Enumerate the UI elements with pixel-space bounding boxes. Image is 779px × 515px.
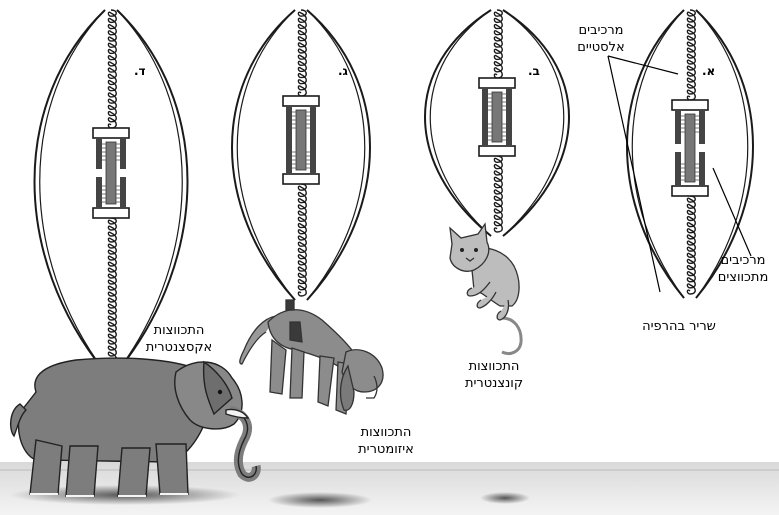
cat-shadow [480, 492, 530, 504]
panel-c-caption-line2: איזומטרית [336, 441, 436, 458]
contractile-end-plate [93, 128, 129, 138]
panel-b-caption-line2: קונצנטרית [444, 375, 544, 392]
contractile-end-plate [672, 186, 708, 196]
elastic-spring [494, 10, 502, 78]
contractile-rail [96, 138, 102, 169]
elastic-spring [494, 156, 502, 232]
panel-b-caption-line1: התכווצות [444, 358, 544, 375]
contractile-bar [296, 110, 306, 170]
contractile-end-plate [283, 174, 319, 184]
muscle-panel-4 [35, 10, 188, 372]
elastic-spring [687, 196, 695, 294]
contractile-end-plate [672, 100, 708, 110]
panel-c-caption: התכווצות איזומטרית [336, 424, 436, 458]
muscle-panel-3 [232, 10, 370, 300]
elastic-label-line1: מרכיבים [566, 22, 636, 39]
contractile-bar [106, 142, 116, 204]
contractile-rail [699, 110, 705, 144]
contractile-label-line2: מתכווצים [708, 269, 778, 286]
contractile-bar [685, 114, 695, 182]
muscle-panel-2 [425, 10, 569, 236]
panel-b-letter: ב. [528, 64, 540, 78]
dog-illustration [240, 300, 383, 414]
contractile-components-label: מרכיבים מתכווצים [708, 252, 778, 286]
elastic-components-label: מרכיבים אלסטיים [566, 22, 636, 56]
elastic-spring [298, 10, 306, 96]
panel-a-caption: שריר בהרפיה [624, 318, 734, 335]
elastic-spring [687, 10, 695, 100]
panel-d-letter: ד. [134, 64, 146, 78]
cat-illustration [450, 224, 521, 354]
panel-c-letter: ג. [338, 64, 348, 78]
elastic-spring [108, 218, 116, 368]
contractile-rail [96, 177, 102, 208]
elastic-spring [108, 10, 116, 128]
contractile-end-plate [479, 146, 515, 156]
contractile-end-plate [93, 208, 129, 218]
contractile-rail [699, 152, 705, 186]
panel-c-caption-line1: התכווצות [336, 424, 436, 441]
contractile-rail [482, 111, 488, 146]
panel-d-caption-line2: אקסצנטרית [124, 339, 234, 356]
dog-shadow [268, 492, 372, 508]
contractile-end-plate [283, 96, 319, 106]
contractile-rail [675, 152, 681, 186]
contractile-rail [286, 134, 292, 174]
panel-a-letter: א. [702, 64, 715, 78]
elastic-label-line2: אלסטיים [566, 39, 636, 56]
contractile-bar [492, 92, 502, 142]
panel-b-caption: התכווצות קונצנטרית [444, 358, 544, 392]
contractile-rail [120, 138, 126, 169]
contractile-rail [120, 177, 126, 208]
contractile-end-plate [479, 78, 515, 88]
contractile-rail [675, 110, 681, 144]
contractile-rail [506, 111, 512, 146]
panel-d-caption-line1: התכווצות [124, 322, 234, 339]
contractile-label-line1: מרכיבים [708, 252, 778, 269]
contractile-rail [310, 134, 316, 174]
elastic-spring [298, 184, 306, 296]
panel-d-caption: התכווצות אקסצנטרית [124, 322, 234, 356]
